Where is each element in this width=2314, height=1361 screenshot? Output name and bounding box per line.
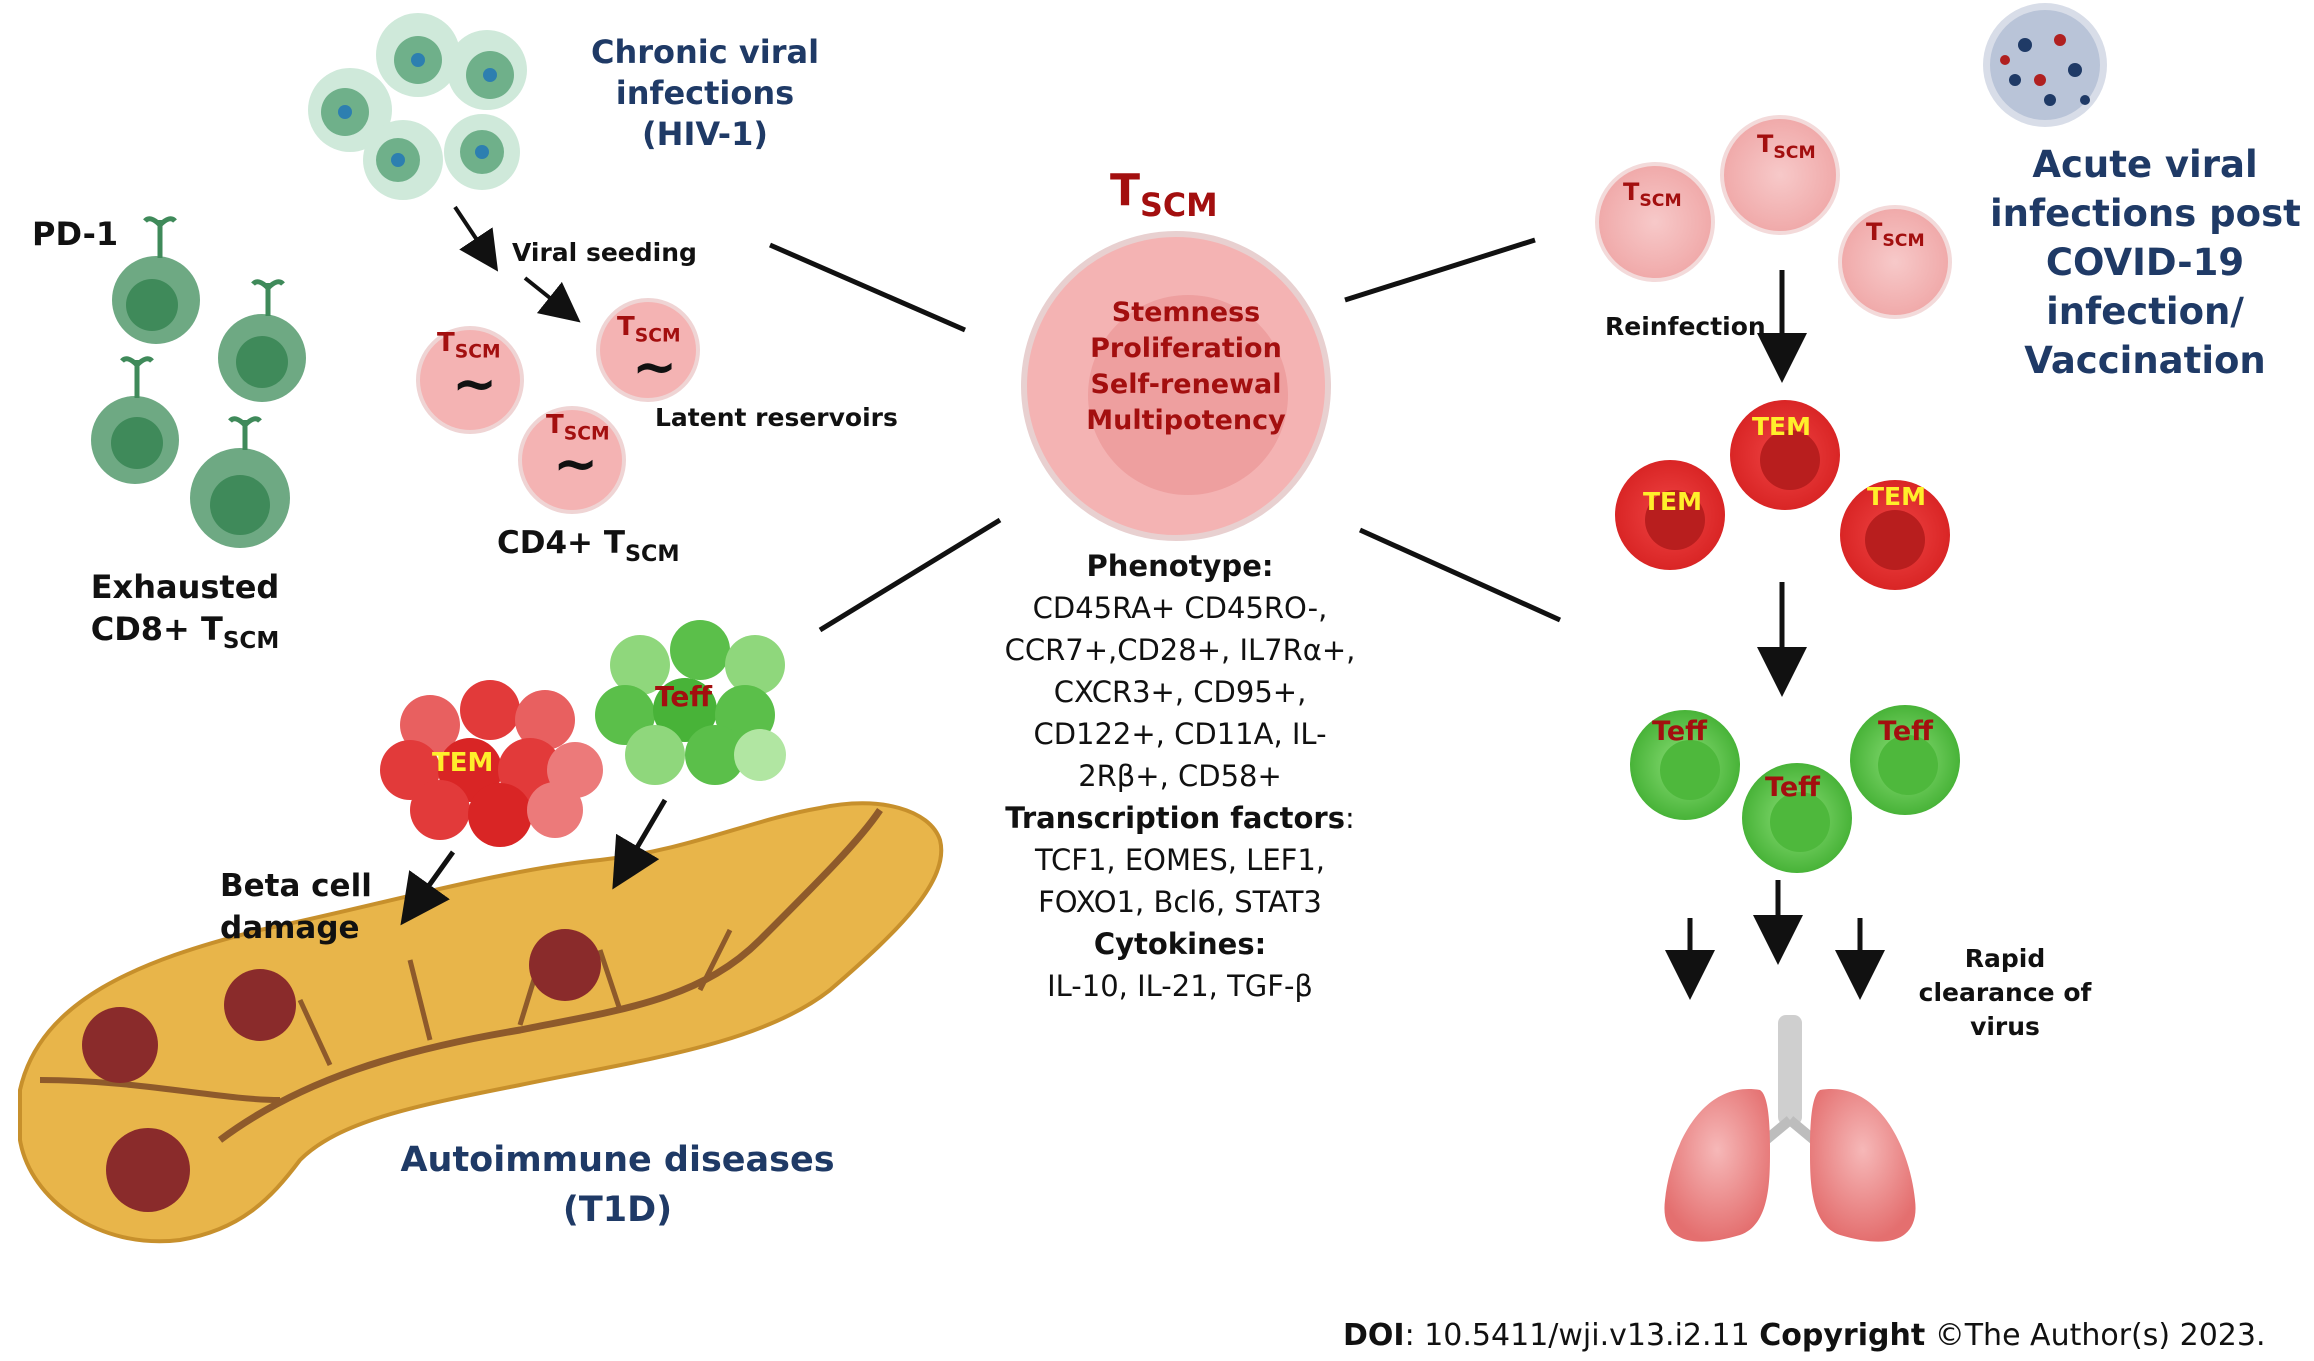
doi-label: DOI: [1343, 1318, 1405, 1353]
arrow-tem-down: [400, 850, 456, 926]
pancreas-illustration: [18, 801, 944, 1244]
phenotype-heading: Phenotype:: [1086, 549, 1274, 583]
autoimmune-line-2: (T1D): [562, 1190, 673, 1230]
property-proliferation: Proliferation: [1090, 333, 1282, 364]
lungs-illustration: [1664, 1015, 1916, 1242]
rapid-clearance-label: Rapid clearance of virus: [1900, 942, 2110, 1044]
right-tscm-2-label: TSCM: [1757, 130, 1816, 164]
autoimmune-label: Autoimmune diseases (T1D): [380, 1135, 855, 1235]
tem-cluster-label: TEM: [432, 748, 494, 778]
teff-cluster-label: Teff: [655, 680, 713, 713]
exhausted-cells-group: [91, 216, 306, 548]
latent-cell-2-tilde: ~: [632, 335, 678, 398]
cd4-tscm-label: CD4+ TSCM: [497, 525, 680, 567]
rapid-clearance-line-2: clearance of: [1918, 978, 2092, 1007]
footer-citation: DOI: 10.5411/wji.v13.i2.11 Copyright ©Th…: [1343, 1318, 2266, 1353]
tf-line-2: FOXO1, Bcl6, STAT3: [1038, 885, 1322, 919]
tf-line-1: TCF1, EOMES, LEF1,: [1035, 843, 1325, 877]
chronic-title-line-1: Chronic viral: [590, 33, 820, 71]
center-title-sub: SCM: [1140, 188, 1218, 225]
rapid-clearance-line-1: Rapid: [1964, 944, 2046, 973]
phenotype-line-5: 2Rβ+, CD58+: [1078, 759, 1282, 793]
latent-cell-1-label: TSCM: [437, 328, 501, 363]
right-teff-2-label: Teff: [1765, 772, 1821, 803]
connector-top-right: [1344, 237, 1536, 303]
virus-illustration: [1983, 3, 2107, 127]
beta-cell-line-2: damage: [220, 910, 360, 946]
copyright-value: ©The Author(s) 2023.: [1925, 1318, 2266, 1353]
beta-cell-label: Beta cell damage: [220, 865, 372, 949]
right-tscm-cells: [1595, 115, 1952, 319]
tf-heading: Transcription factors: [1005, 801, 1345, 835]
phenotype-line-4: CD122+, CD11A, IL-: [1033, 717, 1327, 751]
acute-title-line-3: COVID-19: [2045, 241, 2245, 284]
rapid-clearance-line-3: virus: [1970, 1012, 2040, 1041]
arrow-viral-2: [523, 276, 581, 323]
phenotype-line-2: CCR7+,CD28+, IL7Rα+,: [1004, 633, 1356, 667]
right-teff-1-label: Teff: [1652, 716, 1708, 747]
phenotype-line-3: CXCR3+, CD95+,: [1053, 675, 1307, 709]
acute-title-line-1: Acute viral: [2032, 143, 2258, 186]
right-tscm-3-label: TSCM: [1866, 218, 1925, 252]
acute-title: Acute viral infections post COVID-19 inf…: [1990, 140, 2301, 385]
arrow-teff-down: [612, 798, 668, 890]
exhausted-line-2: CD8+ TSCM: [90, 610, 280, 655]
latent-reservoirs-label: Latent reservoirs: [655, 403, 898, 432]
tem-cluster: [380, 680, 603, 847]
center-properties: Stemness Proliferation Self-renewal Mult…: [1076, 295, 1296, 439]
acute-title-line-5: Vaccination: [2024, 339, 2266, 382]
cytokines-heading: Cytokines:: [1093, 927, 1267, 961]
property-self-renewal: Self-renewal: [1090, 369, 1282, 400]
arrow-viral-1: [453, 205, 499, 272]
viral-seeding-label: Viral seeding: [512, 238, 697, 267]
center-title-main: T: [1110, 165, 1141, 216]
chronic-title-line-3: (HIV-1): [642, 115, 768, 153]
latent-cell-3-tilde: ~: [553, 432, 599, 495]
right-teff-3-label: Teff: [1878, 716, 1934, 747]
pd1-label: PD-1: [32, 215, 119, 253]
copyright-label: Copyright: [1759, 1318, 1926, 1353]
latent-cells-group: [416, 298, 700, 514]
right-tem-cells: [1615, 400, 1950, 590]
beta-cell-line-1: Beta cell: [220, 868, 372, 904]
right-tem-2-label: TEM: [1752, 412, 1812, 441]
exhausted-label: Exhausted CD8+ TSCM: [60, 566, 310, 662]
property-multipotency: Multipotency: [1086, 405, 1286, 436]
cytokines-line: IL-10, IL-21, TGF-β: [1047, 969, 1313, 1003]
infected-cells-group: [308, 13, 527, 200]
tf-heading-row: Transcription factors:: [960, 797, 1400, 839]
property-stemness: Stemness: [1111, 297, 1261, 328]
teff-cluster: [595, 620, 786, 785]
center-title: TSCM: [1110, 165, 1218, 224]
chronic-title-line-2: infections: [615, 74, 795, 112]
phenotype-line-1: CD45RA+ CD45RO-,: [1032, 591, 1328, 625]
acute-title-line-4: infection/: [2046, 290, 2244, 333]
right-teff-cells: [1630, 705, 1960, 873]
reinfection-label: Reinfection: [1605, 312, 1766, 341]
doi-value: : 10.5411/wji.v13.i2.11: [1404, 1318, 1760, 1353]
right-tscm-1-label: TSCM: [1623, 178, 1682, 212]
central-tscm-cell: [1021, 231, 1331, 541]
exhausted-line-1: Exhausted: [90, 568, 280, 606]
latent-cell-2-label: TSCM: [617, 312, 681, 347]
connector-top-left: [769, 242, 966, 333]
latent-cell-1-tilde: ~: [452, 352, 498, 415]
center-details: Phenotype: CD45RA+ CD45RO-, CCR7+,CD28+,…: [960, 545, 1400, 1007]
latent-cell-3-label: TSCM: [546, 410, 610, 445]
acute-title-line-2: infections post: [1990, 192, 2301, 235]
connector-bottom-right: [1358, 527, 1562, 623]
connector-bottom-left: [818, 517, 1002, 633]
chronic-title: Chronic viral infections (HIV-1): [560, 32, 850, 155]
right-tem-1-label: TEM: [1643, 487, 1703, 516]
right-tem-3-label: TEM: [1867, 482, 1927, 511]
autoimmune-line-1: Autoimmune diseases: [400, 1140, 835, 1180]
tf-colon: :: [1344, 801, 1355, 835]
